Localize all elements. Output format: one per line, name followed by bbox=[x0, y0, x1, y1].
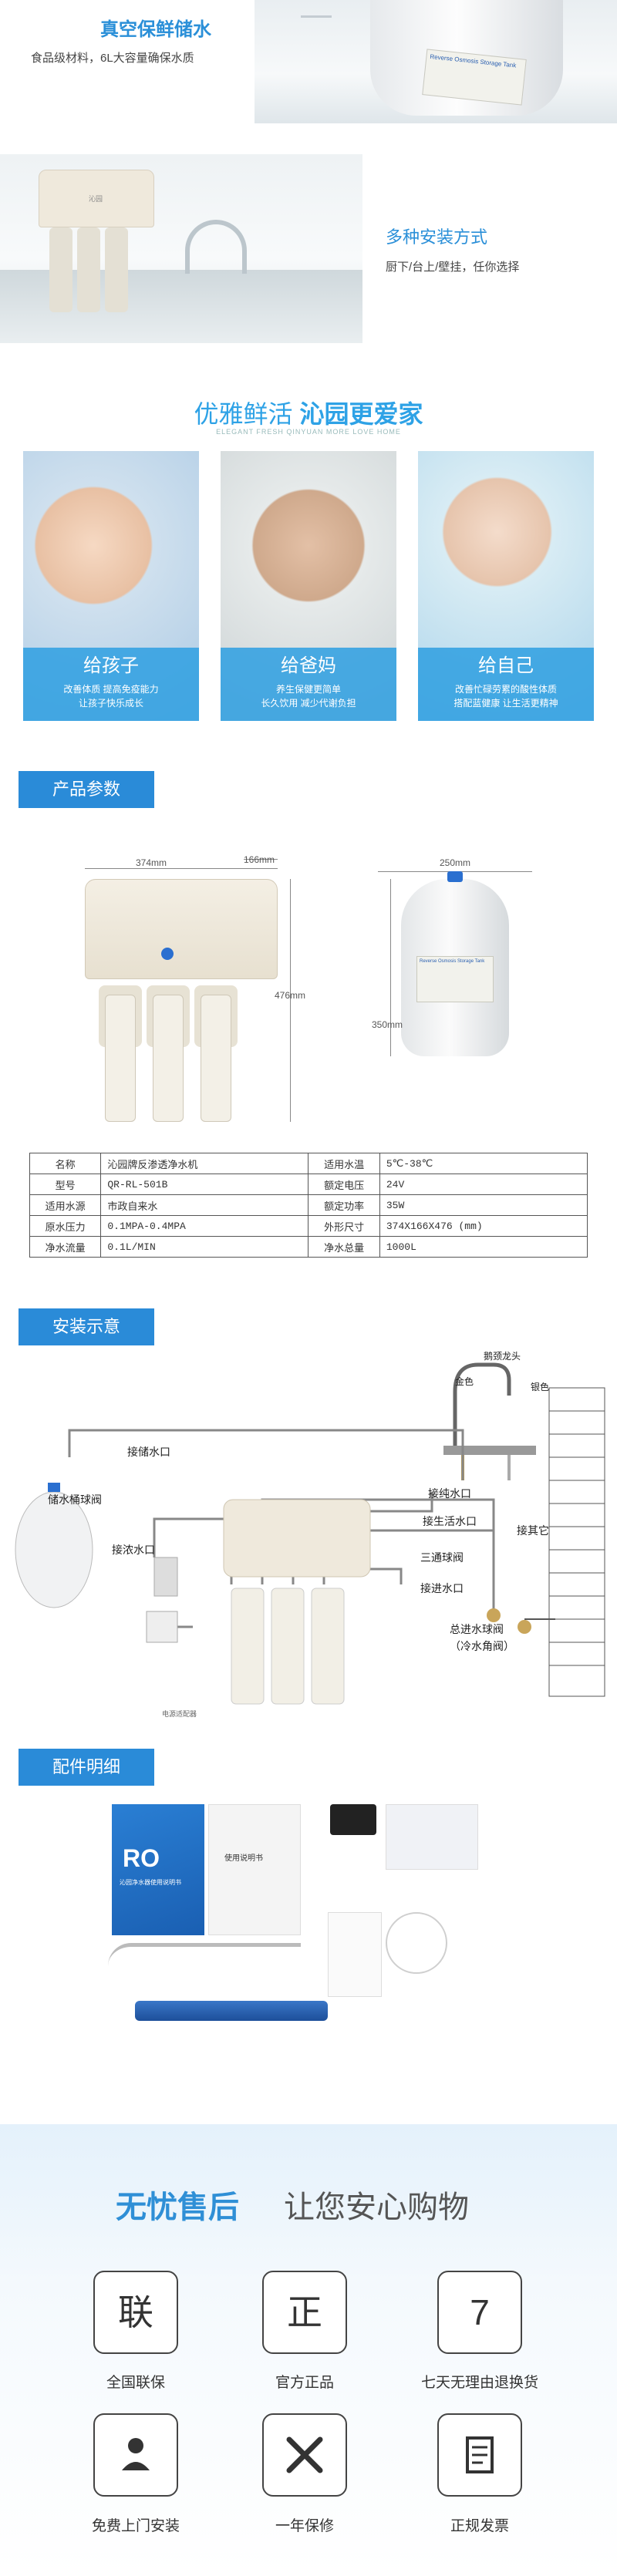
valve-box bbox=[328, 1912, 382, 1997]
main-valve-icon bbox=[518, 1620, 531, 1634]
card-title: 给自己 bbox=[478, 655, 534, 676]
install-section: 沁园 多种安装方式 厨下/台上/壁挂，任你选择 bbox=[0, 154, 617, 347]
countertop bbox=[443, 1446, 536, 1455]
manual-booklet: RO 沁园净水器使用说明书 bbox=[112, 1804, 204, 1935]
dim-tank-width: 250mm bbox=[440, 857, 471, 868]
after-sales-subtitle: 让您安心购物 bbox=[284, 2190, 469, 2224]
service-label: 正规发票 bbox=[450, 2518, 509, 2534]
kitchen-photo: 沁园 bbox=[0, 154, 362, 343]
service-label: 七天无理由退换货 bbox=[420, 2375, 538, 2391]
purifier-icon bbox=[223, 1499, 371, 1578]
purifier-unit bbox=[85, 879, 278, 979]
service-label: 免费上门安装 bbox=[91, 2518, 180, 2534]
installer-icon bbox=[93, 2413, 178, 2497]
tools-icon bbox=[262, 2413, 347, 2497]
install-subtitle: 厨下/台上/壁挂，任你选择 bbox=[386, 261, 520, 274]
brick-wall bbox=[548, 1387, 605, 1697]
after-sales-section: 无忧售后 让您安心购物 联 全国联保 正 官方正品 7 七天无理由退换货 免费上… bbox=[0, 2124, 617, 2576]
filter-cartridge bbox=[153, 995, 184, 1122]
storage-tank-photo: Reverse Osmosis Storage Tank bbox=[255, 0, 617, 123]
filter-icon bbox=[271, 1588, 305, 1705]
drain-clip-icon bbox=[153, 1557, 178, 1597]
dim-tank-height: 350mm bbox=[372, 1019, 403, 1030]
label-inlet-port: 接生活水口 bbox=[423, 1515, 477, 1527]
family-card-self: 给自己 改善忙碌劳累的酸性体质搭配蓝健康 让生活更精神 bbox=[418, 451, 594, 721]
tank-cap-icon bbox=[48, 1483, 60, 1492]
service-label: 一年保修 bbox=[275, 2518, 334, 2534]
gooseneck-faucet-icon bbox=[453, 1362, 511, 1446]
faucet-part bbox=[108, 1943, 301, 1966]
install-title: 多种安装方式 bbox=[386, 227, 488, 247]
service-label: 官方正品 bbox=[275, 2375, 334, 2391]
indicator-icon bbox=[161, 948, 174, 960]
label-tank-valve: 储水桶球阀 bbox=[48, 1493, 102, 1506]
dim-depth: 166mm bbox=[244, 854, 275, 865]
three-way-valve-icon bbox=[487, 1608, 501, 1622]
card-title: 给爸妈 bbox=[281, 655, 336, 676]
family-card-child: 给孩子 改善体质 提高免疫能力让孩子快乐成长 bbox=[23, 451, 199, 721]
tube-coil bbox=[386, 1912, 447, 1974]
card-desc: 改善体质 提高免疫能力让孩子快乐成长 bbox=[63, 684, 159, 709]
storage-subtitle: 食品级材料，6L大容量确保水质 bbox=[31, 52, 194, 65]
service-label: 全国联保 bbox=[106, 2375, 165, 2391]
storage-title: 真空保鲜储水 bbox=[100, 19, 211, 40]
storage-tank: Reverse Osmosis Storage Tank bbox=[401, 871, 509, 1056]
storage-section: 真空保鲜储水 食品级材料，6L大容量确保水质 Reverse Osmosis S… bbox=[0, 0, 617, 123]
purifier-head: 沁园 bbox=[39, 170, 154, 227]
params-tag: 产品参数 bbox=[19, 771, 154, 808]
label-faucet-head: 鹅颈龙头 bbox=[484, 1351, 521, 1362]
power-adapter-icon bbox=[146, 1611, 178, 1643]
tank-cap-icon bbox=[447, 871, 463, 882]
family-card-parents: 给爸妈 养生保健更简单长久饮用 减少代谢负担 bbox=[221, 451, 396, 721]
install-diagram-tag: 安装示意 bbox=[19, 1308, 154, 1345]
dim-height: 476mm bbox=[275, 990, 306, 1001]
label-inlet: 接进水口 bbox=[420, 1582, 464, 1594]
seven-day-return-icon: 7 bbox=[437, 2271, 522, 2354]
filter-cartridge bbox=[135, 2001, 328, 2021]
label-tank-port: 接储水口 bbox=[127, 1446, 170, 1458]
filter-cartridge bbox=[201, 995, 231, 1122]
power-adapter bbox=[330, 1804, 376, 1835]
card-desc: 养生保健更简单长久饮用 减少代谢负担 bbox=[261, 684, 356, 709]
after-sales-title: 无忧售后 bbox=[116, 2190, 239, 2224]
label-three-way: 三通球阀 bbox=[420, 1551, 464, 1564]
label-power: 电源适配器 bbox=[162, 1710, 197, 1718]
dim-width: 374mm bbox=[136, 857, 167, 868]
label-angle-valve: （冷水角阀） bbox=[450, 1640, 514, 1652]
label-gold: 金色 bbox=[455, 1376, 474, 1387]
label-other: 接其它 bbox=[517, 1524, 549, 1537]
fittings-pack bbox=[386, 1804, 478, 1870]
accessories-tag: 配件明细 bbox=[19, 1749, 154, 1786]
label-silver: 银色 bbox=[531, 1382, 550, 1392]
filter-cartridge bbox=[105, 995, 136, 1122]
filter-icon bbox=[311, 1588, 345, 1705]
label-waste-port: 接浓水口 bbox=[112, 1544, 155, 1556]
label-pure-port: 接纯水口 bbox=[428, 1487, 471, 1500]
card-desc: 改善忙碌劳累的酸性体质搭配蓝健康 让生活更精神 bbox=[453, 684, 558, 709]
invoice-icon bbox=[437, 2413, 522, 2497]
warranty-card: 使用说明书 bbox=[208, 1804, 301, 1935]
kitchen-faucet bbox=[185, 220, 247, 274]
nationwide-warranty-icon: 联 bbox=[93, 2271, 178, 2354]
filter-icon bbox=[231, 1588, 265, 1705]
genuine-product-icon: 正 bbox=[262, 2271, 347, 2354]
install-diagram bbox=[15, 1362, 605, 1705]
family-title: 优雅鲜活 沁园更爱家 bbox=[194, 400, 423, 428]
storage-tank-icon bbox=[15, 1491, 93, 1608]
label-main-valve: 总进水球阀 bbox=[450, 1623, 504, 1635]
family-subtitle: ELEGANT FRESH QINYUAN MORE LOVE HOME bbox=[216, 428, 401, 436]
card-title: 给孩子 bbox=[83, 655, 139, 676]
